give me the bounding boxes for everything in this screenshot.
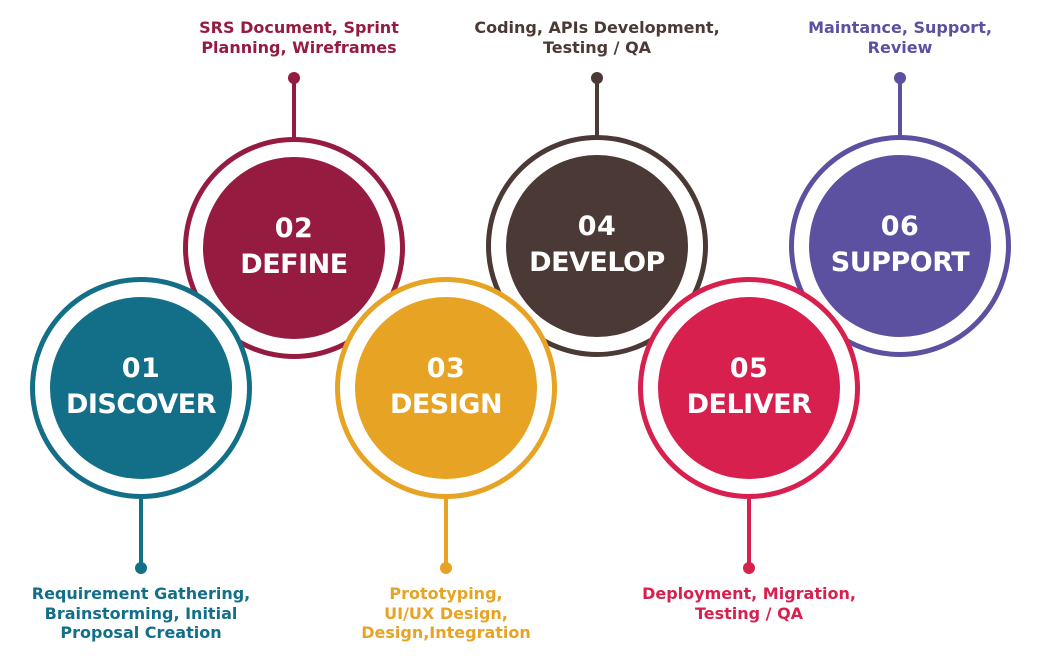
step-develop-details: Coding, APIs Development,Testing / QA bbox=[437, 18, 757, 57]
step-deliver-details: Deployment, Migration,Testing / QA bbox=[589, 584, 909, 623]
details-line: Testing / QA bbox=[694, 603, 804, 623]
step-number: 05 bbox=[729, 353, 769, 384]
details-line: Planning, Wireframes bbox=[201, 37, 397, 57]
step-discover-details: Requirement Gathering,Brainstorming, Ini… bbox=[0, 584, 301, 643]
connector-line bbox=[595, 78, 599, 137]
connector-line bbox=[898, 78, 902, 137]
details-line: Proposal Creation bbox=[60, 623, 222, 642]
step-name: DELIVER bbox=[686, 389, 812, 420]
step-number: 01 bbox=[121, 353, 161, 384]
connector-line bbox=[444, 497, 448, 568]
details-line: Maintance, Support, bbox=[808, 18, 992, 37]
details-line: Requirement Gathering, bbox=[31, 584, 251, 603]
details-line: SRS Document, Sprint bbox=[199, 18, 399, 37]
step-name: DESIGN bbox=[389, 389, 503, 420]
connector-dot bbox=[440, 562, 452, 574]
connector-dot bbox=[894, 72, 906, 84]
connector-line bbox=[747, 497, 751, 568]
step-name: DEFINE bbox=[240, 249, 348, 280]
step-number: 04 bbox=[577, 211, 617, 242]
details-line: Prototyping, bbox=[389, 584, 503, 603]
step-number: 02 bbox=[274, 213, 314, 244]
details-line: Deployment, Migration, bbox=[642, 584, 856, 603]
step-name: SUPPORT bbox=[830, 247, 970, 278]
step-number: 03 bbox=[426, 353, 466, 384]
details-line: Coding, APIs Development, bbox=[474, 18, 720, 37]
details-line: Brainstorming, Initial bbox=[44, 603, 238, 623]
connector-dot bbox=[591, 72, 603, 84]
connector-line bbox=[139, 497, 143, 568]
details-line: Design,Integration bbox=[361, 623, 531, 642]
connector-dot bbox=[743, 562, 755, 574]
step-name: DEVELOP bbox=[529, 247, 665, 278]
details-line: Testing / QA bbox=[542, 37, 652, 57]
connector-dot bbox=[135, 562, 147, 574]
connector-dot bbox=[288, 72, 300, 84]
connector-line bbox=[292, 78, 296, 139]
step-name: DISCOVER bbox=[65, 389, 217, 420]
details-line: Review bbox=[867, 37, 933, 57]
step-design-details: Prototyping,UI/UX Design,Design,Integrat… bbox=[286, 584, 606, 643]
step-support-details: Maintance, Support,Review bbox=[740, 18, 1037, 57]
step-number: 06 bbox=[880, 211, 920, 242]
details-line: UI/UX Design, bbox=[384, 603, 508, 623]
